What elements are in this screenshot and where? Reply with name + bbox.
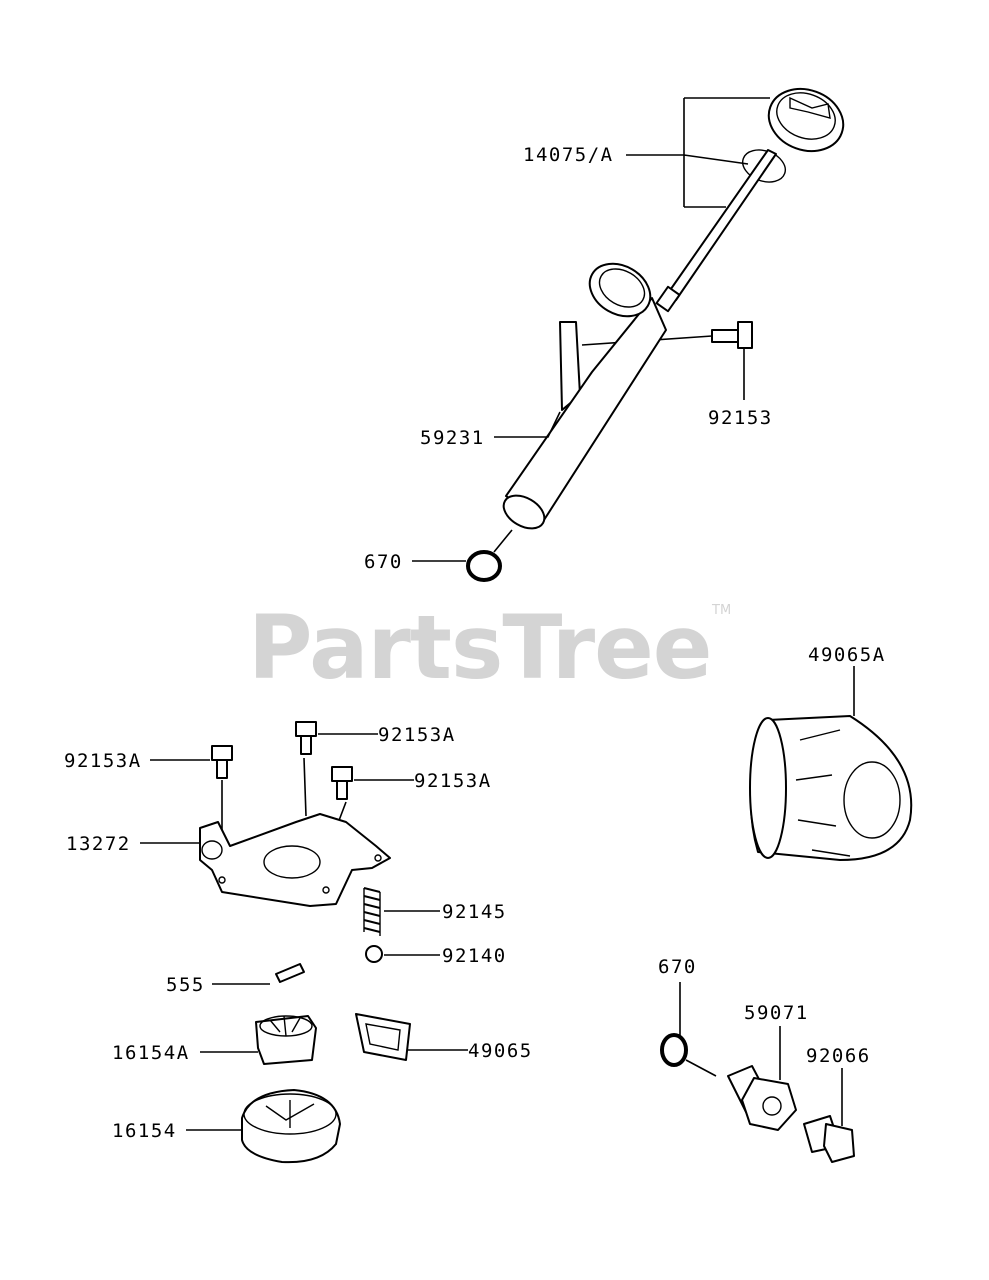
callout-92153a-top[interactable]: 92153A [378,724,456,746]
callout-92153a-left[interactable]: 92153A [64,750,142,772]
plate-part[interactable] [199,813,391,907]
bolt-left-part[interactable] [211,745,233,779]
watermark: PartsTree [248,596,711,699]
bolt-top-leader [303,733,378,817]
dipstick-leader [626,97,770,208]
callout-16154a[interactable]: 16154A [112,1042,190,1064]
inner-rotor-part[interactable] [255,1015,317,1065]
dipstick-part[interactable] [655,79,852,313]
drain-valve-part[interactable] [727,1065,797,1131]
drain-plug-part[interactable] [803,1115,855,1163]
spring-outline [363,888,381,936]
filler-tube-part[interactable] [498,253,667,535]
tube-oring-part[interactable] [466,550,502,582]
callout-59231[interactable]: 59231 [420,427,485,449]
callout-670-drain[interactable]: 670 [658,956,697,978]
callout-59071[interactable]: 59071 [744,1002,809,1024]
callout-14075-a[interactable]: 14075/A [523,144,614,166]
tube-oring-leader [412,529,513,562]
pin-part[interactable] [275,963,305,983]
bolt-right-part[interactable] [331,766,353,800]
callout-92066[interactable]: 92066 [806,1045,871,1067]
callout-92145[interactable]: 92145 [442,901,507,923]
filler-tube-leader [494,411,561,438]
callout-49065[interactable]: 49065 [468,1040,533,1062]
callout-92153a-right[interactable]: 92153A [414,770,492,792]
filler-bolt-part[interactable] [711,321,753,349]
bolt-top-part[interactable] [295,721,317,755]
callout-49065a[interactable]: 49065A [808,644,886,666]
watermark-trademark: TM [711,603,731,618]
ball-part[interactable] [365,945,383,963]
oil-filter-part[interactable] [749,715,913,861]
screen-part[interactable] [355,1013,411,1061]
outer-rotor-part[interactable] [241,1089,341,1164]
callout-16154[interactable]: 16154 [112,1120,177,1142]
callout-92153[interactable]: 92153 [708,407,773,429]
spring-part[interactable] [363,887,381,933]
drain-oring-leader [679,982,717,1077]
callout-13272[interactable]: 13272 [66,833,131,855]
callout-670-tube[interactable]: 670 [364,551,403,573]
callout-92140[interactable]: 92140 [442,945,507,967]
callout-555[interactable]: 555 [166,974,205,996]
drain-oring-part[interactable] [660,1033,688,1067]
